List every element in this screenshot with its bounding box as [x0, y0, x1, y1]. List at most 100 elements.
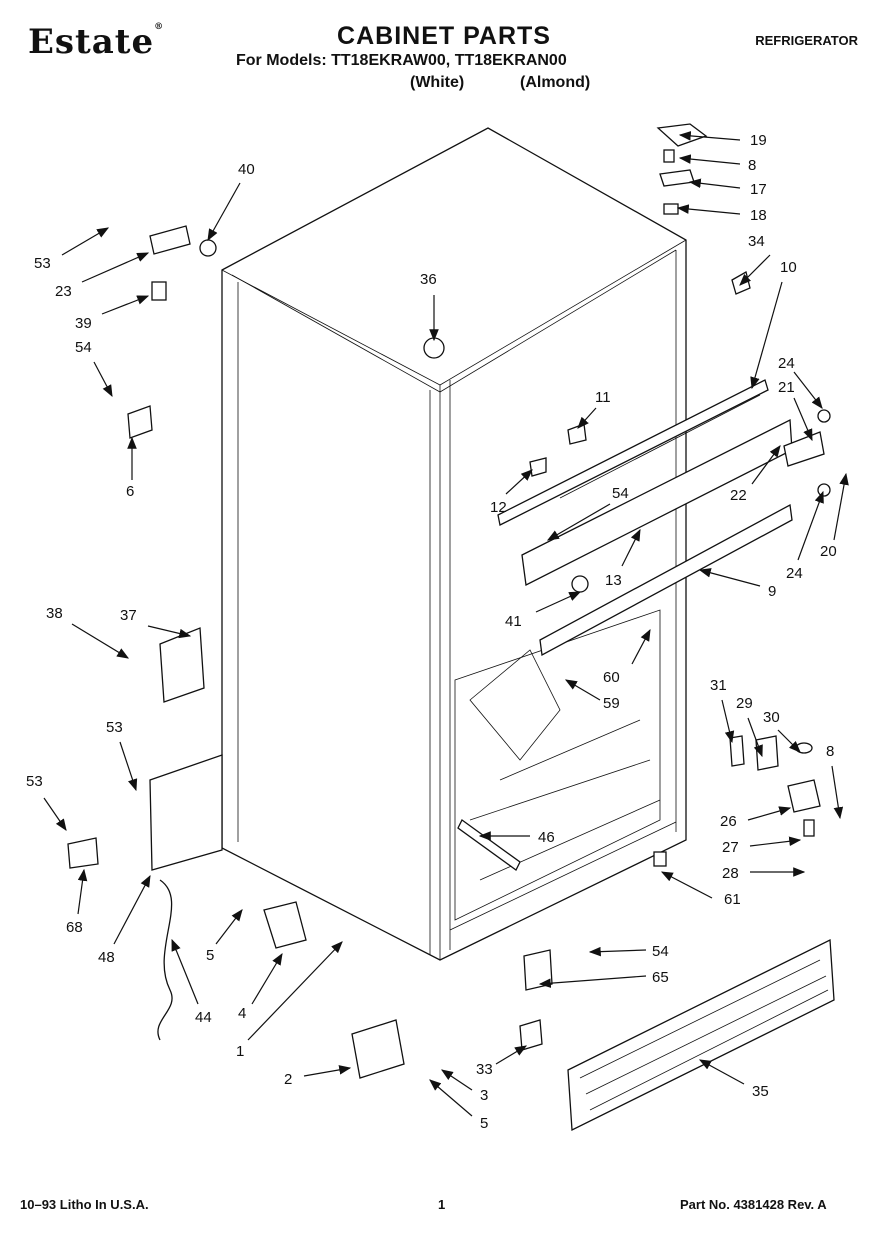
leader-arrow-c54b — [546, 503, 611, 541]
shelf-rails — [497, 379, 793, 657]
leader-arrow-c22 — [751, 445, 781, 485]
variant-almond: (Almond) — [520, 74, 591, 91]
callout-label-c3: 3 — [480, 1087, 488, 1104]
models-line: For Models: TT18EKRAW00, TT18EKRAN00 — [236, 52, 567, 69]
callout-label-c12: 12 — [490, 499, 507, 516]
callout-label-c17: 17 — [750, 181, 767, 198]
callout-label-c44: 44 — [195, 1009, 212, 1026]
leader-arrow-c18 — [676, 204, 741, 215]
small-parts — [67, 123, 835, 1132]
leader-arrow-c21 — [793, 397, 813, 442]
leader-arrow-c53a — [61, 227, 110, 256]
leader-arrow-c61 — [660, 871, 713, 899]
callout-label-c18: 18 — [750, 207, 767, 224]
callout-label-c53c: 53 — [26, 773, 43, 790]
callout-label-c24b: 24 — [786, 565, 803, 582]
leader-arrow-c19 — [678, 131, 741, 141]
callout-label-c27: 27 — [722, 839, 739, 856]
callout-label-c34: 34 — [748, 233, 765, 250]
callout-label-c60: 60 — [603, 669, 620, 686]
leader-arrow-c24a — [793, 371, 823, 409]
callout-label-c65: 65 — [652, 969, 669, 986]
leader-arrow-c9 — [698, 568, 761, 587]
leader-arrow-c59 — [564, 679, 601, 701]
callout-label-c19: 19 — [750, 132, 767, 149]
leader-arrow-c11 — [577, 407, 597, 429]
callout-label-c5b: 5 — [480, 1115, 488, 1132]
leader-arrow-c54c — [588, 946, 647, 957]
callout-label-c61: 61 — [724, 891, 741, 908]
callout-label-c31: 31 — [710, 677, 727, 694]
callout-label-c1: 1 — [236, 1043, 244, 1060]
leader-arrow-c54a — [93, 361, 113, 398]
callout-label-c10: 10 — [780, 259, 797, 276]
leader-arrow-c5a — [215, 909, 243, 945]
leader-arrow-c39 — [101, 295, 150, 315]
leader-arrow-c2 — [303, 1065, 352, 1077]
callout-label-c2: 2 — [284, 1071, 292, 1088]
callout-label-c54b: 54 — [612, 485, 629, 502]
leader-arrow-c17 — [688, 178, 741, 189]
page-title: CABINET PARTS — [337, 22, 551, 50]
leader-arrow-c53b — [119, 741, 138, 792]
leader-arrow-c30 — [777, 729, 801, 753]
callout-label-c21: 21 — [778, 379, 795, 396]
leader-arrow-c37 — [147, 625, 192, 639]
leader-arrow-c38 — [71, 623, 130, 659]
callout-label-c20: 20 — [820, 543, 837, 560]
callout-label-c8a: 8 — [748, 157, 756, 174]
cabinet-body — [221, 127, 687, 961]
leader-arrow-c23 — [81, 252, 150, 283]
callout-label-c26: 26 — [720, 813, 737, 830]
leader-arrow-c13 — [621, 528, 641, 567]
footer-litho: 10–93 Litho In U.S.A. — [20, 1197, 149, 1212]
leader-arrow-c1 — [247, 941, 343, 1041]
callout-label-c23: 23 — [55, 283, 72, 300]
callout-label-c33: 33 — [476, 1061, 493, 1078]
callout-label-c54a: 54 — [75, 339, 92, 356]
category-label: REFRIGERATOR — [755, 33, 858, 48]
callout-label-c9: 9 — [768, 583, 776, 600]
callout-label-c8b: 8 — [826, 743, 834, 760]
leader-arrow-c3 — [441, 1069, 473, 1091]
footer-page-number: 1 — [438, 1197, 446, 1212]
leader-arrow-c26 — [747, 806, 792, 821]
brand-name: Estate — [28, 22, 155, 62]
leader-arrow-c44 — [171, 938, 199, 1005]
leader-arrow-c12 — [505, 469, 533, 495]
leader-arrow-c27 — [749, 836, 802, 847]
callout-label-c29: 29 — [736, 695, 753, 712]
callout-label-c38: 38 — [46, 605, 63, 622]
leader-arrow-c8b — [831, 765, 844, 820]
callout-label-c59: 59 — [603, 695, 620, 712]
leader-arrow-c24b — [797, 490, 824, 561]
brand-logo: Estate® — [28, 22, 164, 62]
callout-label-c37: 37 — [120, 607, 137, 624]
callout-label-c54c: 54 — [652, 943, 669, 960]
callout-label-c36: 36 — [420, 271, 437, 288]
callout-label-c53a: 53 — [34, 255, 51, 272]
leader-arrow-c4 — [251, 952, 283, 1005]
registered-mark: ® — [154, 22, 165, 32]
callout-label-c24a: 24 — [778, 355, 795, 372]
leader-arrow-c35 — [698, 1059, 745, 1085]
callout-label-c40: 40 — [238, 161, 255, 178]
callout-label-c6: 6 — [126, 483, 134, 500]
callout-label-c39: 39 — [75, 315, 92, 332]
leader-arrow-c31 — [721, 699, 735, 744]
leader-arrow-c48 — [113, 874, 151, 945]
leader-arrow-c8a — [678, 154, 741, 165]
callout-label-c35: 35 — [752, 1083, 769, 1100]
callout-label-c11: 11 — [595, 389, 611, 406]
callout-label-c30: 30 — [763, 709, 780, 726]
leader-arrow-c29 — [747, 717, 763, 758]
leader-arrow-c65 — [538, 975, 647, 988]
callout-label-c22: 22 — [730, 487, 747, 504]
callout-label-c13: 13 — [605, 572, 622, 589]
callout-label-c48: 48 — [98, 949, 115, 966]
footer-part-number: Part No. 4381428 Rev. A — [680, 1197, 827, 1212]
callout-label-c53b: 53 — [106, 719, 123, 736]
callout-label-c46: 46 — [538, 829, 555, 846]
